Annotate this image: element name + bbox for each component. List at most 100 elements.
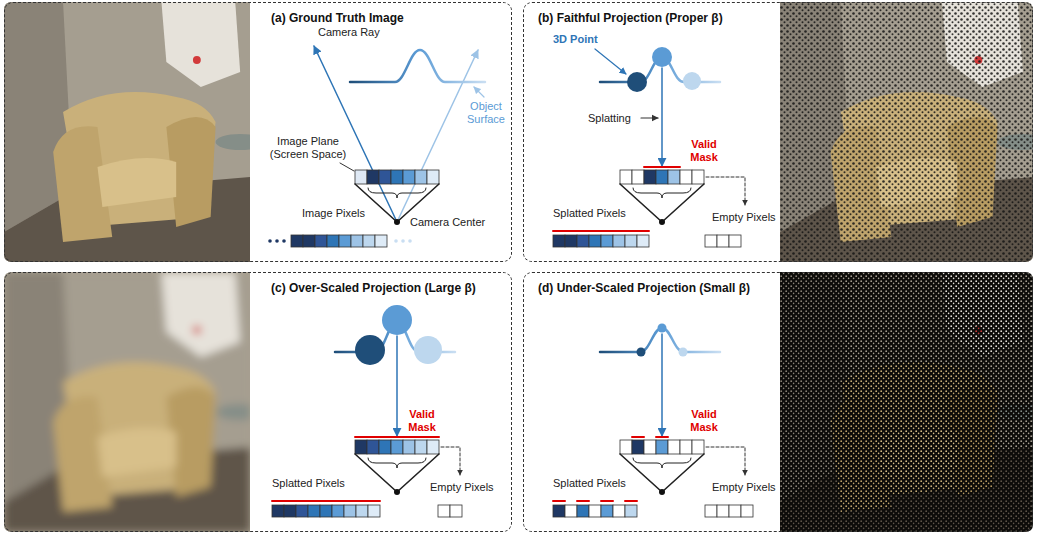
art-rect — [379, 170, 391, 184]
callout-label: Valid Mask — [684, 408, 724, 433]
art-rect — [565, 505, 577, 517]
art-rect — [613, 235, 625, 247]
art-use — [4, 2, 265, 262]
art-path — [633, 188, 691, 198]
art-rect — [589, 235, 601, 247]
art-rect — [368, 505, 380, 517]
art-circle — [394, 219, 400, 225]
art-g — [705, 235, 741, 247]
art-line — [625, 500, 637, 502]
art-rect — [367, 170, 379, 184]
art-rect — [644, 440, 656, 454]
art-g — [553, 505, 637, 517]
art-line — [396, 336, 398, 436]
art-rect — [625, 235, 637, 247]
art-g — [705, 505, 753, 517]
ground-truth-photo — [4, 2, 265, 262]
callout-label: Empty Pixels — [430, 481, 494, 494]
art-circle — [679, 348, 688, 357]
art-use — [4, 272, 265, 532]
art-rect — [625, 505, 637, 517]
art-rect — [427, 440, 439, 454]
art-polyline — [355, 454, 439, 492]
art-rect — [620, 170, 632, 184]
art-rect — [291, 235, 303, 247]
art-polyline — [441, 447, 460, 475]
art-circle — [268, 239, 272, 243]
art-rect — [613, 505, 625, 517]
art-rect — [438, 505, 450, 517]
art-line — [601, 500, 613, 502]
art-rect — [692, 440, 704, 454]
art-rect — [379, 440, 391, 454]
art-line — [641, 117, 658, 118]
art-circle — [275, 239, 279, 243]
callout-label: Splatted Pixels — [553, 207, 626, 220]
art-circle — [683, 72, 701, 90]
art-rect — [668, 170, 680, 184]
art-rect — [637, 235, 649, 247]
art-rect — [565, 235, 577, 247]
panel-box: (b) Faithful Projection (Proper β) — [523, 2, 1033, 262]
art-circle — [652, 47, 672, 67]
art-rect — [680, 440, 692, 454]
callout-label: Camera Center — [410, 216, 485, 229]
callout-label: Valid Mask — [402, 408, 442, 433]
callout-label: Valid Mask — [684, 138, 724, 163]
art-rect — [272, 505, 284, 517]
art-path — [633, 458, 691, 468]
callout-label: Camera Ray — [318, 26, 380, 39]
art-rect — [632, 170, 644, 184]
art-rect — [780, 2, 1033, 262]
art-g — [553, 235, 649, 247]
art-rect — [303, 235, 315, 247]
art-rect — [427, 170, 439, 184]
panel-title: (d) Under-Scaled Projection (Small β) — [538, 281, 750, 295]
art-path — [350, 50, 485, 82]
callout-label: Empty Pixels — [712, 211, 776, 224]
art-circle — [414, 336, 442, 364]
art-rect — [332, 505, 344, 517]
art-rect — [415, 170, 427, 184]
art-circle — [659, 489, 665, 495]
art-polyline — [620, 184, 704, 222]
art-line — [577, 500, 589, 502]
art-path — [368, 188, 426, 198]
art-circle — [394, 489, 400, 495]
art-circle — [401, 239, 405, 243]
callout-label: Splatted Pixels — [272, 477, 345, 490]
art-rect — [308, 505, 320, 517]
art-rect — [717, 235, 729, 247]
art-line — [656, 436, 668, 438]
art-g — [438, 505, 462, 517]
art-rect — [327, 235, 339, 247]
art-line — [661, 334, 663, 436]
art-line — [595, 49, 626, 74]
art-rect — [705, 505, 717, 517]
art-rect — [729, 235, 741, 247]
art-rect — [403, 170, 415, 184]
art-path — [368, 458, 426, 468]
art-circle — [355, 335, 385, 365]
art-rect — [391, 440, 403, 454]
art-circle — [627, 72, 647, 92]
art-line — [272, 500, 380, 502]
art-circle — [382, 305, 412, 335]
callout-label: Image Plane (Screen Space) — [266, 135, 350, 160]
art-rect — [344, 505, 356, 517]
art-g — [355, 440, 439, 454]
art-rect — [375, 235, 387, 247]
art-g — [355, 170, 439, 184]
art-line — [661, 68, 663, 166]
art-rect — [668, 440, 680, 454]
art-rect — [355, 170, 367, 184]
art-rect — [339, 235, 351, 247]
callout-label: Empty Pixels — [712, 481, 776, 494]
art-rect — [356, 505, 368, 517]
art-rect — [367, 440, 379, 454]
art-polyline — [706, 177, 745, 205]
panel-title: (c) Over-Scaled Projection (Large β) — [271, 281, 476, 295]
art-line — [632, 436, 644, 438]
